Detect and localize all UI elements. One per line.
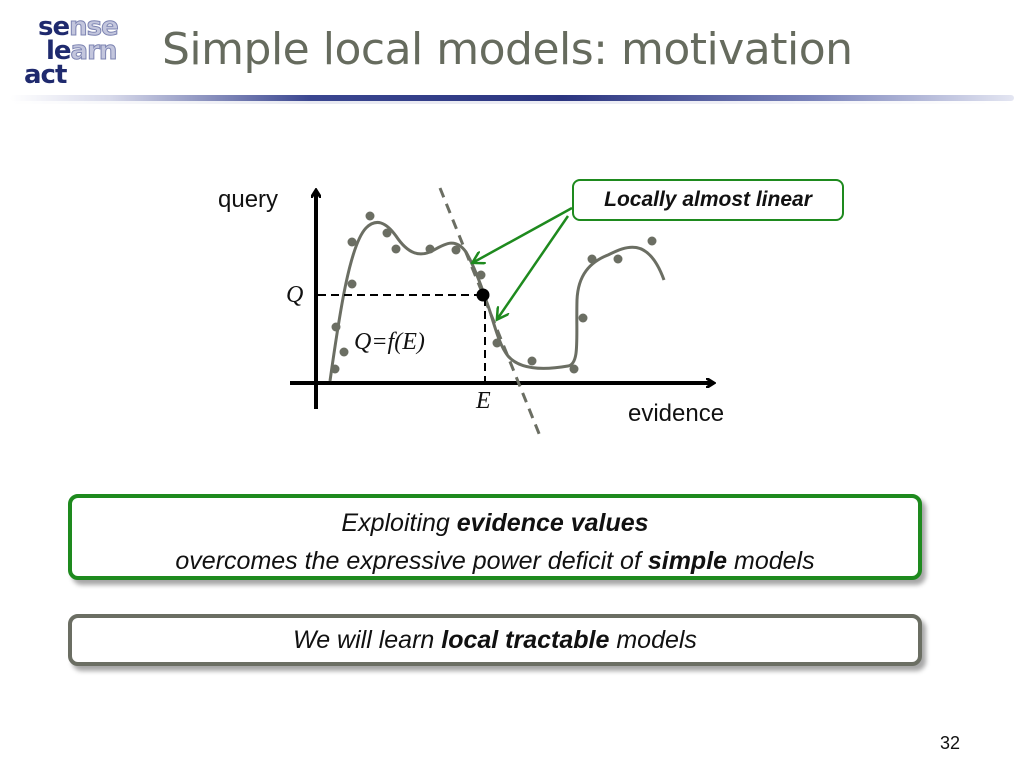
data-point: [492, 338, 502, 348]
page-title: Simple local models: motivation: [162, 24, 853, 75]
callout-arrow-lower: [498, 215, 570, 318]
data-point: [347, 279, 357, 289]
data-point: [425, 244, 435, 254]
data-point: [451, 245, 461, 255]
data-point: [391, 244, 401, 254]
q-label: Q: [286, 282, 304, 308]
evidence-box-line2: overcomes the expressive power deficit o…: [175, 547, 815, 575]
callout-locally-linear: Locally almost linear: [572, 179, 844, 221]
data-point: [587, 254, 597, 264]
logo-line-sense: sense: [38, 12, 119, 42]
x-axis-label: evidence: [628, 400, 725, 427]
local-tractable-box: We will learn local tractable models: [68, 614, 922, 666]
data-point: [382, 228, 392, 238]
query-point: [476, 288, 490, 302]
function-curve: [328, 220, 666, 382]
sense-learn-act-logo: sense learn act: [20, 12, 130, 92]
logo-line-act: act: [24, 60, 67, 90]
data-points: [330, 211, 657, 374]
data-point: [365, 211, 375, 221]
logo-line-learn: learn: [46, 36, 118, 66]
data-point: [330, 364, 340, 374]
data-point: [569, 364, 579, 374]
callout-arrow-upper: [474, 206, 573, 262]
evidence-values-box: Exploiting evidence values overcomes the…: [68, 494, 922, 580]
function-label: Q=f(E): [354, 329, 425, 355]
data-point: [647, 236, 657, 246]
data-point: [339, 347, 349, 357]
data-point: [527, 356, 537, 366]
data-point: [613, 254, 623, 264]
data-point: [476, 270, 486, 280]
title-underline-shadow: [10, 101, 1014, 104]
title-underline: [10, 95, 1014, 101]
data-point: [347, 237, 357, 247]
data-point: [578, 313, 588, 323]
data-point: [331, 322, 341, 332]
y-axis-label: query: [218, 186, 279, 213]
page-number: 32: [940, 733, 961, 753]
e-label: E: [476, 388, 491, 414]
evidence-box-line1: Exploiting evidence values: [341, 509, 649, 537]
tangent-line: [438, 187, 542, 437]
